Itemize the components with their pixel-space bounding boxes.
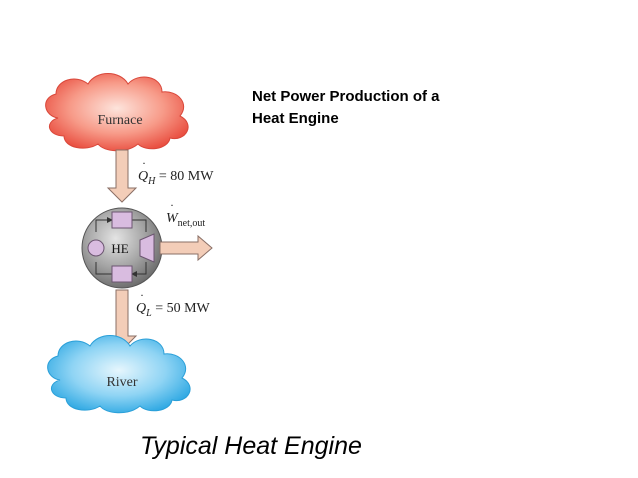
work-out-dot: · (170, 198, 174, 212)
heat-in-label: QH = 80 MW · (138, 156, 214, 187)
heat-out-symbol: Q (136, 301, 146, 316)
river-cloud: River (47, 335, 191, 414)
heat-in-subscript: H (147, 176, 156, 187)
heat-in-symbol: Q (138, 169, 148, 184)
work-out-arrow (159, 234, 213, 262)
condenser-box (111, 265, 133, 283)
heat-out-label: QL = 50 MW · (136, 288, 211, 319)
svg-text:Wnet,out: Wnet,out (166, 211, 205, 229)
pump-circle (87, 239, 105, 257)
caption: Typical Heat Engine (140, 432, 362, 460)
work-out-subscript: net,out (178, 218, 206, 229)
svg-text:QL = 50 MW: QL = 50 MW (136, 301, 211, 319)
svg-text:QH = 80 MW: QH = 80 MW (138, 169, 214, 187)
river-label: River (106, 375, 137, 390)
heat-in-arrow (106, 149, 138, 203)
furnace-label: Furnace (97, 113, 142, 128)
title-line-1: Net Power Production of a (252, 88, 440, 105)
heat-out-dot: · (140, 288, 144, 302)
heat-in-value: = 80 MW (155, 169, 214, 184)
heat-out-value: = 50 MW (152, 301, 211, 316)
heat-in-dot: · (142, 156, 146, 170)
heat-engine: HE (81, 207, 163, 289)
furnace-cloud: Furnace (45, 73, 189, 152)
heat-out-subscript: L (145, 308, 152, 319)
work-out-label: Wnet,out · (166, 198, 205, 229)
boiler-box (111, 211, 133, 229)
engine-label: HE (111, 241, 128, 256)
slide-title: Net Power Production of a Heat Engine (252, 86, 512, 130)
work-out-symbol: W (166, 211, 179, 226)
title-line-2: Heat Engine (252, 110, 339, 127)
turbine-shape (139, 233, 155, 263)
